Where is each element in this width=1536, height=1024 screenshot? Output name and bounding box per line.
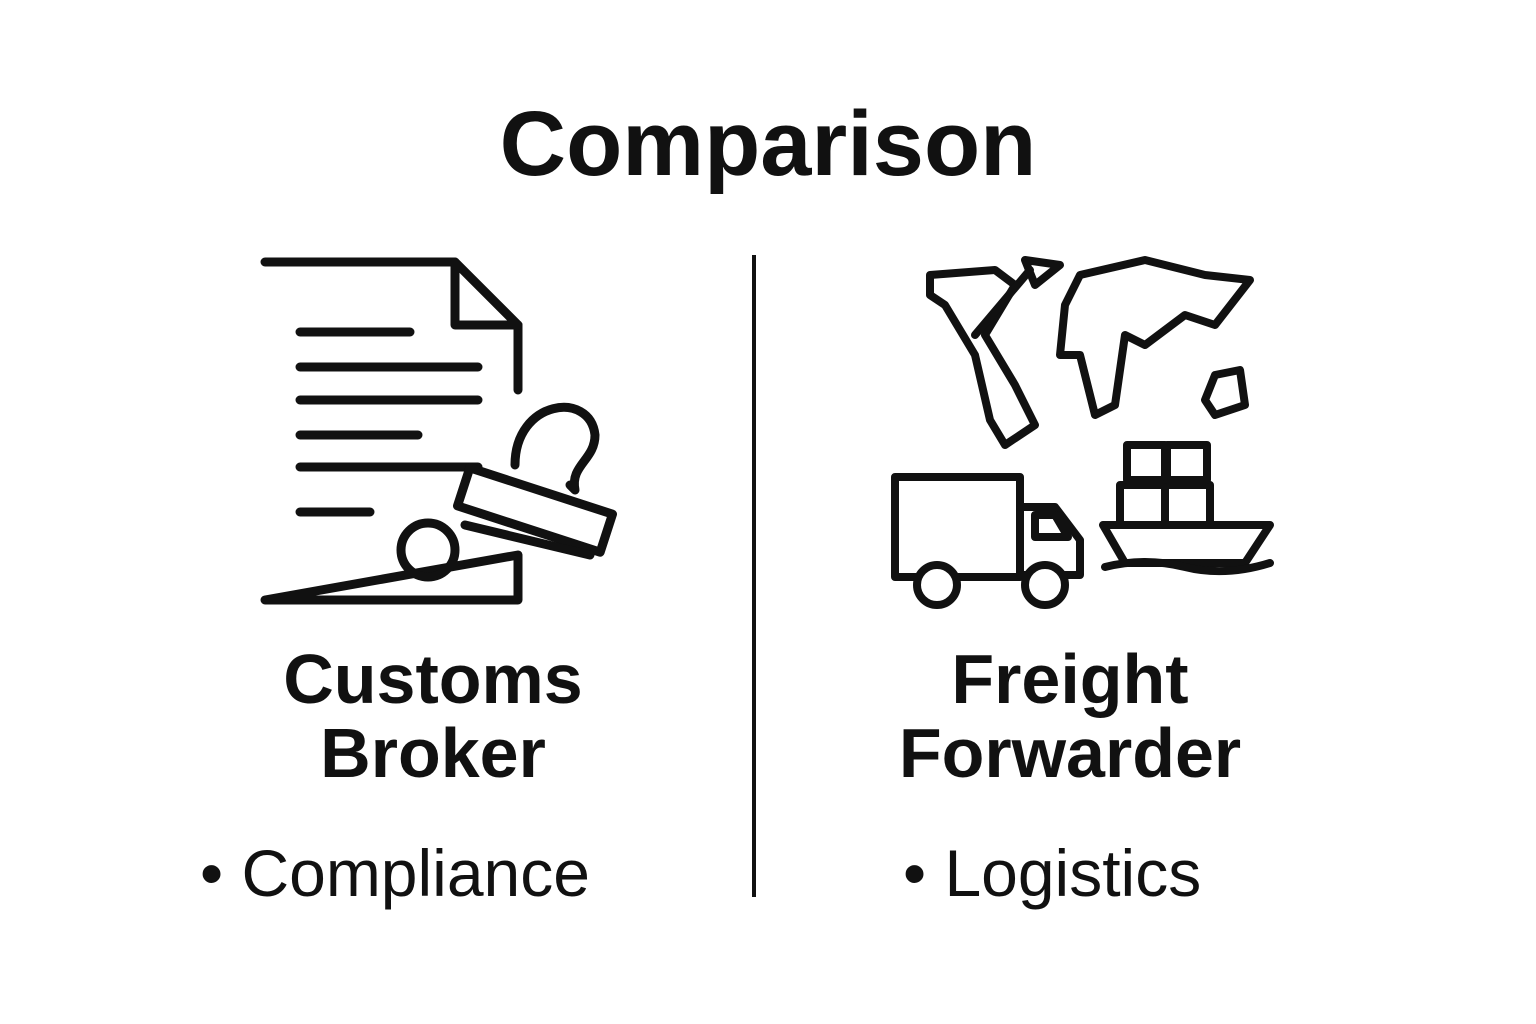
logistics-bullet: • Logistics xyxy=(903,836,1202,910)
page-title: Comparison xyxy=(499,93,1037,195)
heading-line: Forwarder xyxy=(898,714,1242,792)
heading-line: Freight xyxy=(951,640,1189,718)
world-map-transport-icon xyxy=(891,256,1274,609)
divider xyxy=(752,255,756,897)
compliance-bullet: • Compliance xyxy=(200,836,590,910)
document-stamp-icon xyxy=(260,257,618,605)
heading-line: Broker xyxy=(320,714,546,792)
heading-line: Customs xyxy=(283,640,583,718)
